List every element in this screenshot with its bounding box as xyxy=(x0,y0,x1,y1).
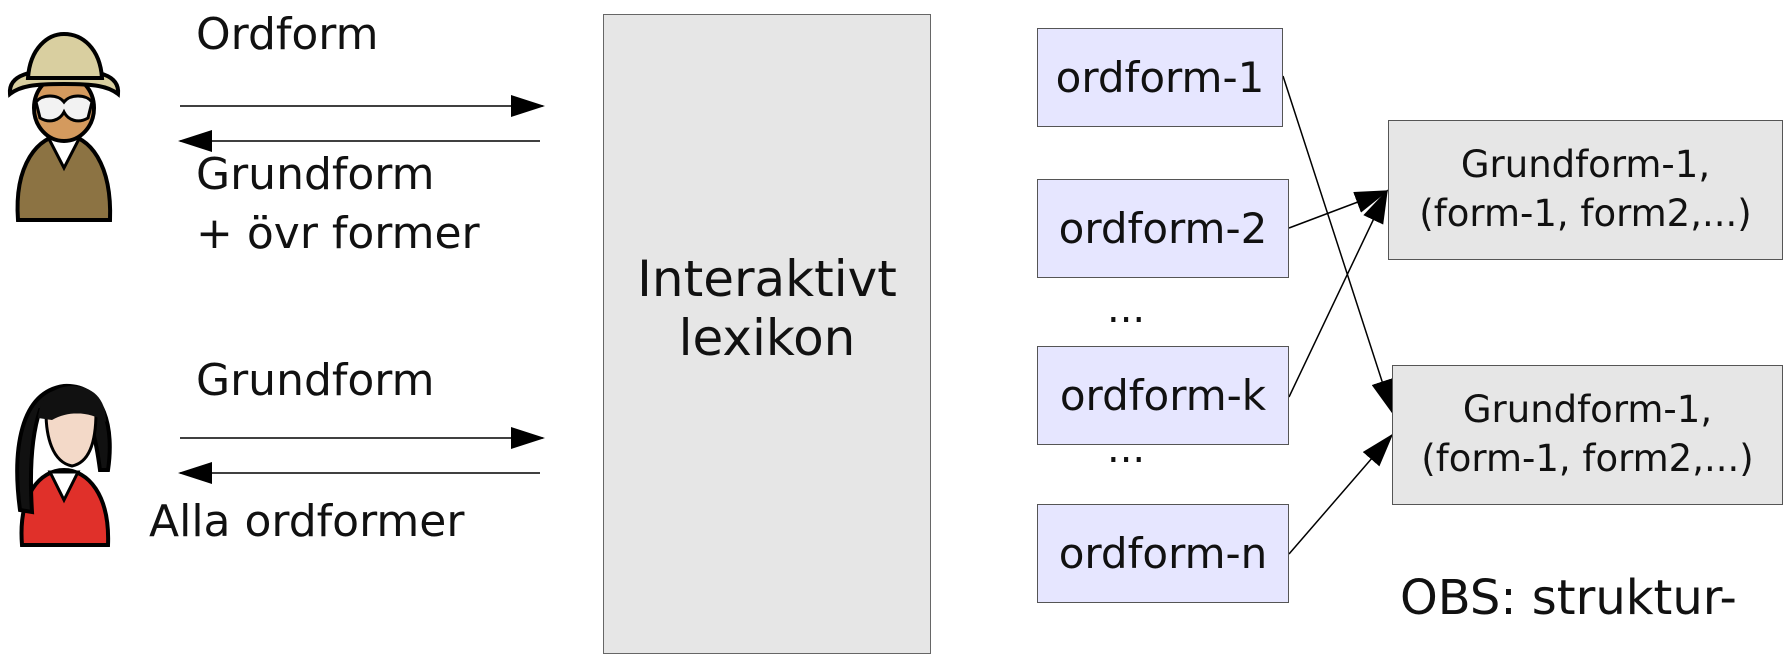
ordform-request-label: Ordform xyxy=(196,9,379,60)
word-form-box-n: ordform-n xyxy=(1037,504,1289,603)
arrow-ordform-k-to-grundform-1 xyxy=(1288,189,1388,398)
interactive-lexicon-line-2: lexikon xyxy=(678,309,856,367)
base-form-box-2: Grundform-1, (form-1, form2,...) xyxy=(1392,365,1783,505)
other-forms-response-label: + övr former xyxy=(196,208,480,259)
base-form-1-forms: (form-1, form2,...) xyxy=(1419,192,1752,235)
arrow-ordform-1-to-grundform-2 xyxy=(1282,75,1393,414)
man-with-hat-icon xyxy=(7,31,121,222)
structure-note: OBS: struktur- xyxy=(1400,570,1737,626)
interactive-lexicon-label: Interaktivt lexikon xyxy=(603,250,931,368)
word-form-box-k: ordform-k xyxy=(1037,346,1289,445)
interactive-lexicon-line-1: Interaktivt xyxy=(637,250,897,308)
diagram-canvas xyxy=(7,31,1394,555)
base-form-2-title: Grundform-1, xyxy=(1462,388,1713,432)
base-form-1-title: Grundform-1, xyxy=(1460,143,1711,187)
all-word-forms-response-label: Alla ordformer xyxy=(149,496,465,547)
woman-with-black-hair-icon xyxy=(15,383,112,547)
word-form-box-1: ordform-1 xyxy=(1037,28,1283,127)
interactive-lexicon-box xyxy=(603,14,931,654)
arrow-ordform-n-to-grundform-2 xyxy=(1288,433,1394,555)
base-form-2-forms: (form-1, form2,...) xyxy=(1421,437,1754,480)
grundform-response-label: Grundform xyxy=(196,149,435,200)
base-form-box-1: Grundform-1, (form-1, form2,...) xyxy=(1388,120,1783,260)
ellipsis-2: ... xyxy=(1107,426,1146,472)
word-form-box-2: ordform-2 xyxy=(1037,179,1289,278)
ellipsis-1: ... xyxy=(1107,286,1146,332)
grundform-request-label: Grundform xyxy=(196,355,435,406)
